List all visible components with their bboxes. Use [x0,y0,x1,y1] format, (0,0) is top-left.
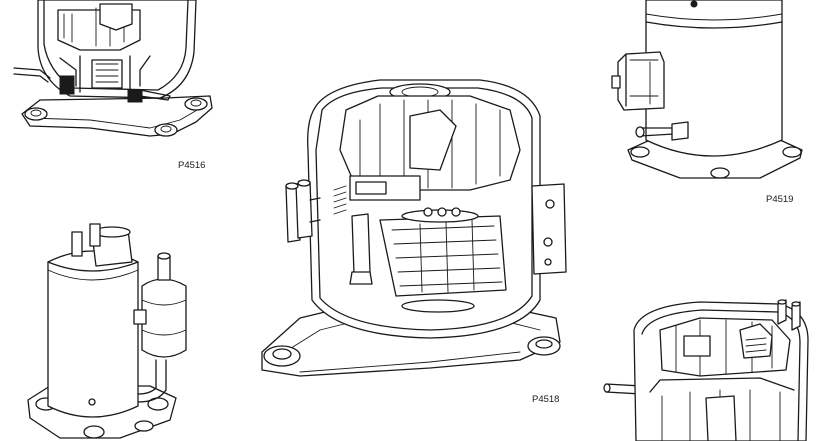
compressor-rotary-bottom-left [27,223,187,439]
figure-label-p4519: P4519 [766,194,793,205]
figure-label-p4518: P4518 [532,394,559,405]
compressor-cylinder-top-right [611,0,803,179]
compressor-cutaway-center [261,79,567,377]
figure-label-p4516: P4516 [178,160,205,171]
compressor-cutaway-bottom-right [603,299,809,441]
compressor-cutaway-top-left [13,0,213,137]
